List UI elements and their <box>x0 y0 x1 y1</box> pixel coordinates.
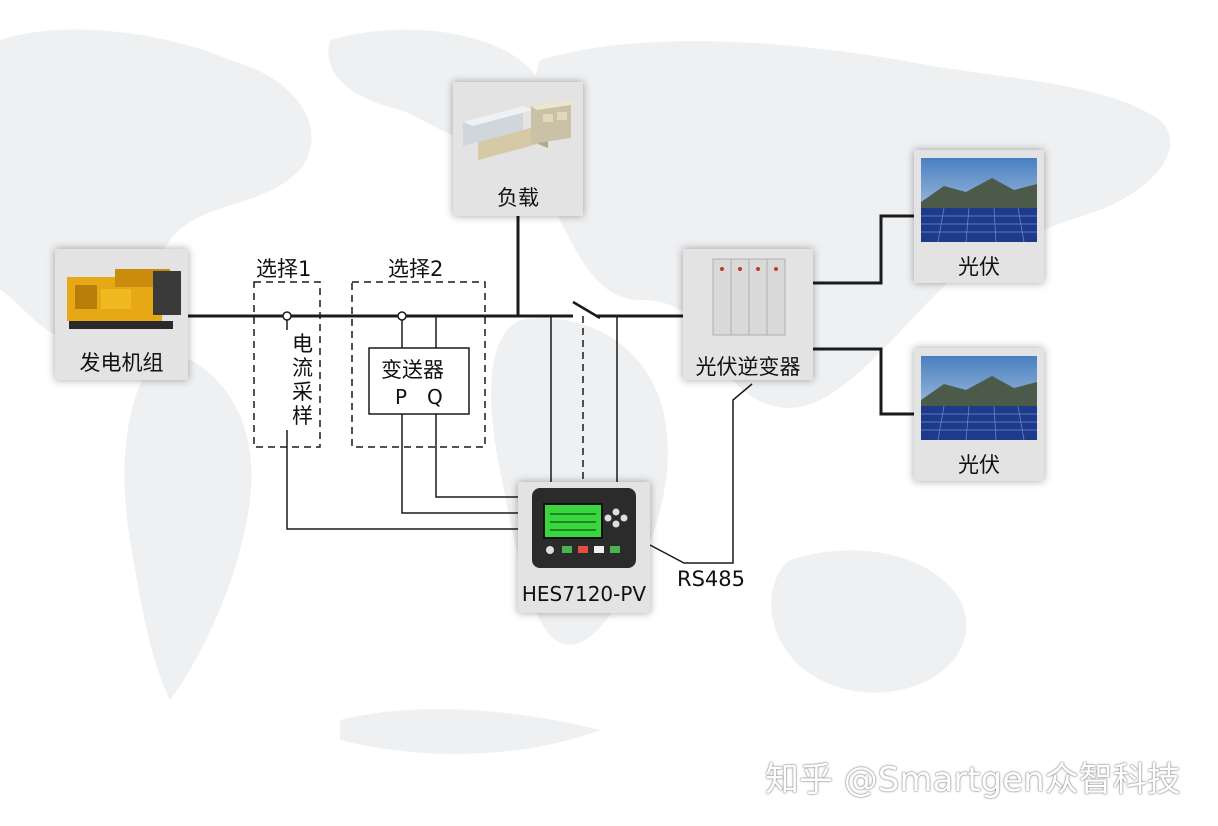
watermark: 知乎 @Smartgen众智科技 <box>765 760 1181 800</box>
solar-panel-photo-icon <box>921 356 1037 441</box>
transmitter-q-label: Q <box>427 385 443 409</box>
pv-inverter-card: 光伏逆变器 <box>683 249 813 380</box>
pv-panel-card-1: 光伏 <box>914 150 1044 283</box>
sampling-char: 流 <box>292 356 313 380</box>
current-sampling-label: 电 流 采 样 <box>292 332 316 428</box>
sampling-char: 采 <box>292 380 313 404</box>
generator-label: 发电机组 <box>79 351 164 375</box>
generator-card: 发电机组 <box>55 249 188 380</box>
inverter-cabinet-icon <box>712 258 786 336</box>
generator-icon <box>67 269 181 329</box>
pv-panel-card-2: 光伏 <box>914 348 1044 481</box>
pv-panel-label-1: 光伏 <box>958 255 1000 279</box>
transmitter-label: 变送器 <box>381 358 444 382</box>
container-load-icon <box>463 100 577 160</box>
option-1-label: 选择1 <box>256 257 312 281</box>
rs485-label: RS485 <box>677 567 746 591</box>
pv-inverter-label: 光伏逆变器 <box>695 355 801 379</box>
sampling-char: 样 <box>292 404 313 428</box>
solar-panel-photo-icon <box>921 158 1037 243</box>
hes-controller-icon <box>532 488 636 568</box>
pv-panel-label-2: 光伏 <box>958 453 1000 477</box>
option-2-label: 选择2 <box>388 257 444 281</box>
controller-label: HES7120-PV <box>521 582 647 606</box>
transmitter-p-label: P <box>395 385 408 409</box>
controller-card: HES7120-PV <box>518 482 650 613</box>
load-card: 负载 <box>453 82 583 216</box>
load-label: 负载 <box>497 186 539 210</box>
sampling-char: 电 <box>292 332 313 356</box>
